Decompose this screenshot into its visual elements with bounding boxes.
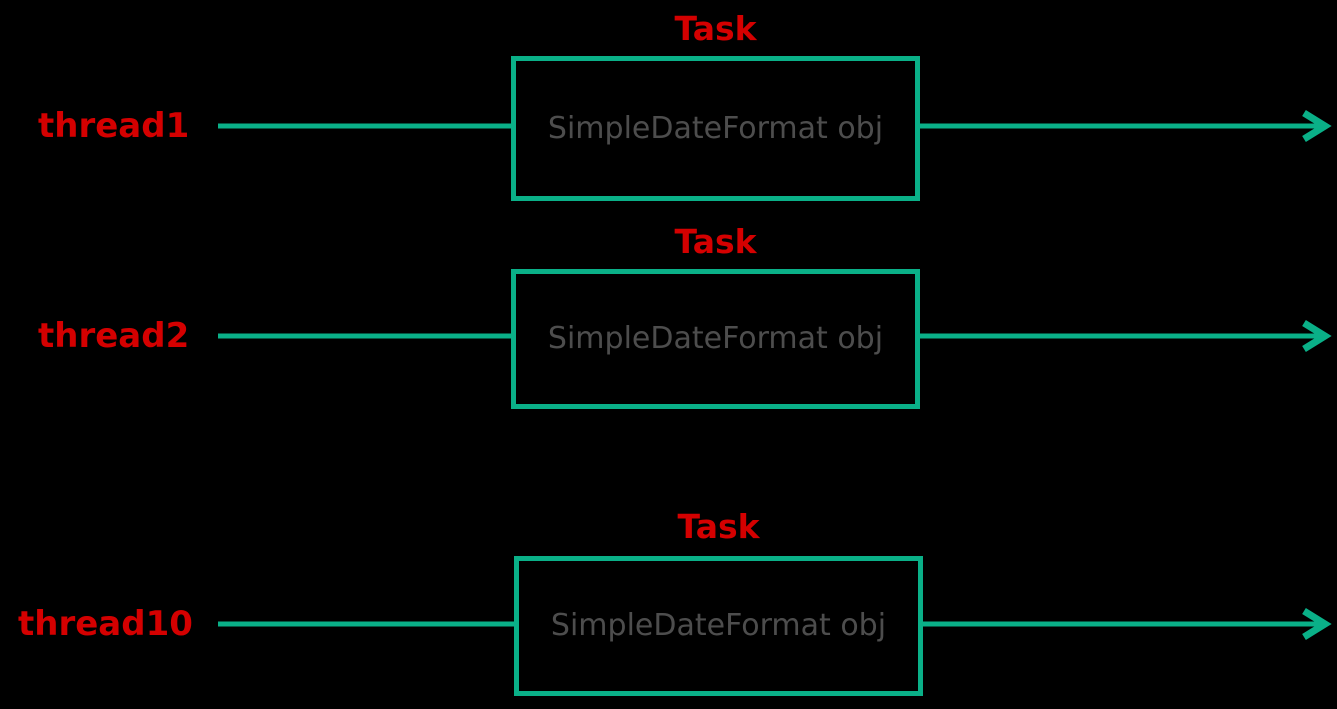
thread-connector-line [218, 123, 511, 129]
task-box: SimpleDateFormat obj [514, 556, 923, 696]
flow-arrow-icon [923, 608, 1332, 640]
flow-arrow-icon [920, 320, 1332, 352]
thread-label: thread1 [38, 106, 190, 146]
task-caption: Task [674, 222, 757, 261]
task-box: SimpleDateFormat obj [511, 56, 920, 201]
task-box: SimpleDateFormat obj [511, 269, 920, 409]
task-box-label: SimpleDateFormat obj [547, 321, 884, 356]
thread-label: thread10 [18, 604, 193, 644]
thread-connector-line [218, 333, 511, 339]
task-caption: Task [674, 9, 757, 48]
flow-arrow-icon [920, 110, 1332, 142]
task-caption: Task [677, 507, 760, 546]
thread-label: thread2 [38, 316, 190, 356]
task-box-label: SimpleDateFormat obj [547, 110, 884, 146]
task-box-label: SimpleDateFormat obj [550, 608, 887, 643]
thread-connector-line [218, 621, 514, 627]
